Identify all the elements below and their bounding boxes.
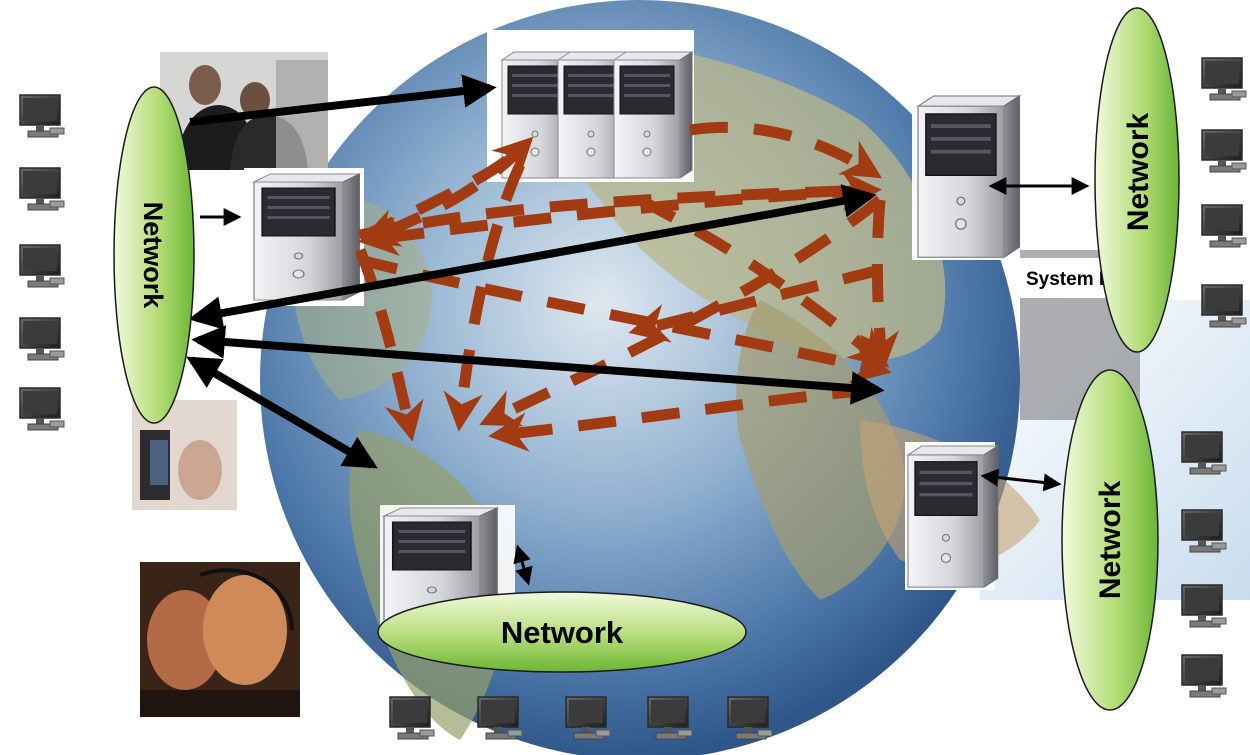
network-bottom: Network [377, 591, 747, 673]
monitor-icon [1181, 584, 1227, 628]
network-bottom-right: Network [1061, 369, 1159, 711]
monitor-icon [19, 387, 65, 431]
solid-connections [186, 74, 885, 469]
server-left [244, 168, 364, 306]
network-top-right: Network [1094, 7, 1180, 353]
monitor-icon [1201, 204, 1247, 248]
network-label: Network [1122, 113, 1155, 232]
server-icon [613, 51, 693, 179]
network-label: Network [1094, 481, 1127, 600]
server-icon [253, 173, 360, 301]
network-label: Network [501, 615, 624, 650]
monitor-icon [1201, 57, 1247, 101]
monitor-icon [19, 94, 65, 138]
workstations-left [19, 94, 65, 431]
monitor-icon [19, 167, 65, 211]
monitor-icon [477, 696, 523, 740]
network-left: Network [113, 86, 195, 424]
workstations-right-top [1201, 57, 1247, 328]
monitor-icon [1201, 129, 1247, 173]
monitor-icon [19, 244, 65, 288]
short-connections [200, 177, 1090, 586]
server-right-lower [905, 442, 999, 590]
monitor-icon [1181, 654, 1227, 698]
system-b-label: System B [1026, 269, 1113, 290]
people-photo-bottom [140, 562, 300, 717]
monitor-icon [19, 317, 65, 361]
server-icon [907, 445, 999, 588]
monitor-icon [389, 696, 435, 740]
network-label: Network [138, 202, 168, 310]
server-icon [917, 95, 1021, 258]
